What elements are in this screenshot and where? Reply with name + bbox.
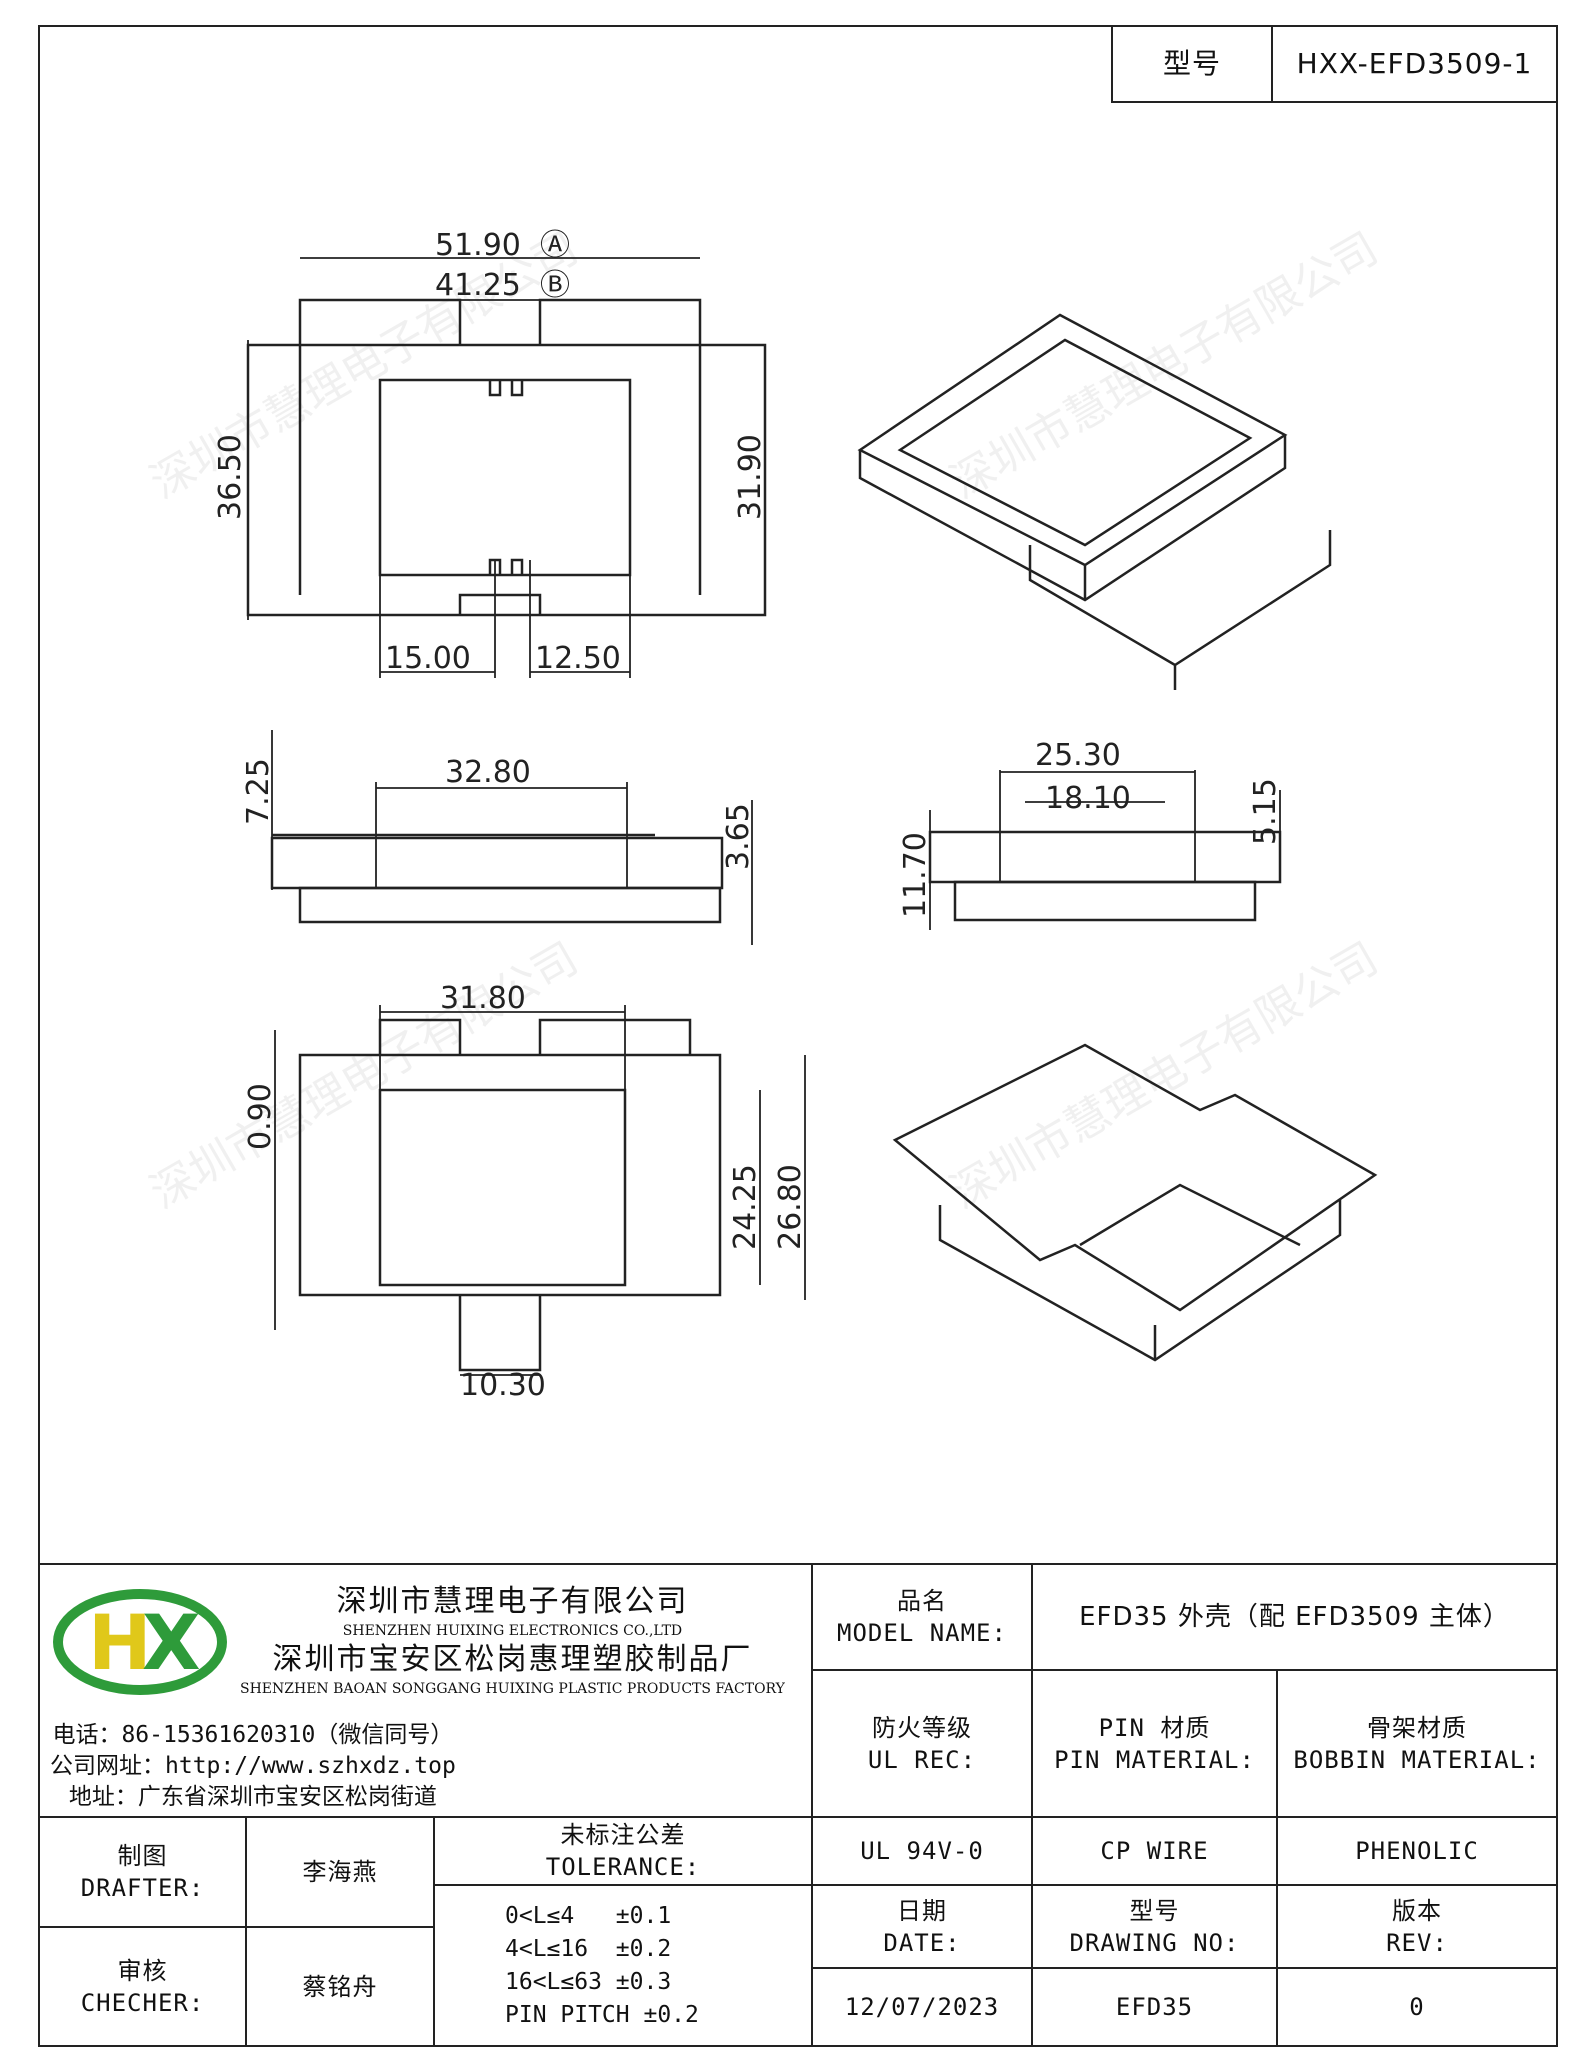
dim-N: 31.80 (440, 981, 526, 1016)
dim-H: 32.80 (445, 755, 531, 790)
top-view-frame (298, 298, 702, 345)
dim-J: 11.70 (898, 832, 933, 918)
model-value-cell: HXX-EFD3509-1 (1271, 25, 1558, 103)
model-name-label-cn: 品名 (897, 1587, 947, 1615)
drafter-label-cell: 制图 DRAFTER: (38, 1816, 247, 1928)
iso-bottom-view (892, 1043, 1378, 1312)
tolerance-label-en: TOLERANCE: (545, 1853, 701, 1881)
checker-label-cn: 审核 (117, 1956, 168, 1985)
dim-A: 51.90 (435, 228, 521, 263)
bobbin-label-en: BOBBIN MATERIAL: (1293, 1745, 1541, 1774)
svg-text:Ⓑ: Ⓑ (540, 268, 570, 303)
drafter-label-en: DRAFTER: (80, 1874, 205, 1902)
tolerance-label-cell: 未标注公差 TOLERANCE: (433, 1816, 813, 1886)
dim-P: 26.80 (773, 1164, 808, 1250)
bottom-view-outer (298, 1053, 722, 1297)
svg-text:H: H (88, 1598, 152, 1687)
factory-name-cn: 深圳市宝安区松岗惠理塑胶制品厂 (272, 1642, 753, 1677)
date-value: 12/07/2023 (844, 1993, 1000, 2021)
pin-label-cell: PIN 材质 PIN MATERIAL: (1031, 1669, 1278, 1818)
dim-M: 5.15 (1248, 778, 1283, 845)
dim-K: 25.30 (1035, 738, 1121, 773)
bobbin-value-cell: PHENOLIC (1276, 1816, 1558, 1886)
pin-label-cn: PIN 材质 (1098, 1713, 1211, 1742)
iso-top-view (857, 313, 1288, 567)
bottom-view-inner (378, 1088, 627, 1287)
ul-value: UL 94V-0 (860, 1837, 984, 1865)
checker-label-cell: 审核 CHECHER: (38, 1926, 247, 2047)
dim-E: 15.00 (385, 641, 471, 676)
dim-F: 12.50 (535, 641, 621, 676)
model-name-label-en: MODEL NAME: (837, 1619, 1007, 1647)
ul-label-en: UL REC: (867, 1745, 977, 1774)
pin-label-en: PIN MATERIAL: (1054, 1745, 1255, 1774)
checker-value-cell: 蔡铭舟 (245, 1926, 435, 2047)
company-phone: 电话：86-15361620310（微信同号） (52, 1722, 454, 1748)
company-name-cn: 深圳市慧理电子有限公司 (336, 1584, 689, 1619)
drafter-value-cell: 李海燕 (245, 1816, 435, 1928)
svg-text:Ⓐ: Ⓐ (540, 228, 570, 263)
dim-Q: 0.90 (243, 1083, 278, 1150)
dim-B: 41.25 (435, 268, 521, 303)
rev-label-en: REV: (1386, 1928, 1448, 1957)
drawing-label-en: DRAWING NO: (1069, 1928, 1240, 1957)
dim-C: 36.50 (213, 434, 248, 520)
tolerance-values-cell: 0<L≤4 ±0.1 4<L≤16 ±0.2 16<L≤63 ±0.3 PIN … (433, 1884, 813, 2047)
ul-label-cell: 防火等级 UL REC: (811, 1669, 1033, 1818)
top-view-inner (378, 378, 632, 577)
end-view-body (928, 830, 1282, 884)
drafter-value: 李海燕 (302, 1858, 378, 1886)
date-label-en: DATE: (883, 1928, 961, 1957)
date-label-cn: 日期 (897, 1896, 947, 1925)
drawing-label-cn: 型号 (1129, 1896, 1180, 1925)
drawing-value-cell: EFD35 (1031, 1967, 1278, 2047)
company-address: 地址：广东省深圳市宝安区松岗街道 (68, 1784, 437, 1810)
pin-value-cell: CP WIRE (1031, 1816, 1278, 1886)
company-website: 公司网址：http://www.szhxdz.top (50, 1753, 456, 1779)
rev-value-cell: 0 (1276, 1967, 1558, 2047)
drawing-label-cell: 型号 DRAWING NO: (1031, 1884, 1278, 1969)
bobbin-label-cn: 骨架材质 (1367, 1713, 1467, 1742)
model-label: 型号 (1162, 47, 1221, 80)
ul-value-cell: UL 94V-0 (811, 1816, 1033, 1886)
company-name-en: SHENZHEN HUIXING ELECTRONICS CO.,LTD (342, 1623, 683, 1639)
ul-label-cn: 防火等级 (872, 1713, 972, 1742)
svg-text:X: X (142, 1598, 201, 1687)
tolerance-line: 0<L≤4 ±0.1 (505, 1902, 672, 1929)
rev-label-cn: 版本 (1392, 1896, 1442, 1925)
rev-label-cell: 版本 REV: (1276, 1884, 1558, 1969)
dim-D: 31.90 (733, 434, 768, 520)
hx-logo: H X (53, 1589, 227, 1695)
rev-value: 0 (1409, 1993, 1425, 2021)
drawing-value: EFD35 (1115, 1993, 1194, 2021)
bobbin-label-cell: 骨架材质 BOBBIN MATERIAL: (1276, 1669, 1558, 1818)
date-label-cell: 日期 DATE: (811, 1884, 1033, 1969)
drafter-label-cn: 制图 (117, 1842, 168, 1870)
date-value-cell: 12/07/2023 (811, 1967, 1033, 2047)
model-name-label-cell: 品名 MODEL NAME: (811, 1563, 1033, 1671)
dim-I: 3.65 (721, 803, 756, 870)
dim-O: 24.25 (728, 1164, 763, 1250)
bobbin-value: PHENOLIC (1355, 1837, 1479, 1865)
dim-R: 10.30 (460, 1368, 546, 1403)
dim-L: 18.10 (1045, 781, 1131, 816)
model-value: HXX-EFD3509-1 (1296, 47, 1533, 80)
tolerance-line: 4<L≤16 ±0.2 (505, 1935, 672, 1962)
model-name-value: EFD35 外壳（配 EFD3509 主体） (1079, 1602, 1510, 1632)
dim-G: 7.25 (241, 758, 276, 825)
tolerance-label-cn: 未标注公差 (560, 1821, 686, 1849)
checker-label-en: CHECHER: (80, 1988, 205, 2017)
factory-name-en: SHENZHEN BAOAN SONGGANG HUIXING PLASTIC … (240, 1681, 785, 1697)
tolerance-line: PIN PITCH ±0.2 (505, 2001, 699, 2028)
side-view-body (270, 836, 724, 890)
pin-value: CP WIRE (1100, 1837, 1209, 1865)
company-cell: H X 深圳市慧理电子有限公司 SHENZHEN HUIXING ELECTRO… (38, 1563, 813, 1818)
tolerance-line: 16<L≤63 ±0.3 (505, 1968, 672, 1995)
technical-drawing: 51.90 Ⓐ 41.25 Ⓑ 36.50 31.90 15.00 12.50 … (213, 228, 1378, 1403)
checker-value: 蔡铭舟 (302, 1972, 378, 2001)
model-name-value-cell: EFD35 外壳（配 EFD3509 主体） (1031, 1563, 1558, 1671)
